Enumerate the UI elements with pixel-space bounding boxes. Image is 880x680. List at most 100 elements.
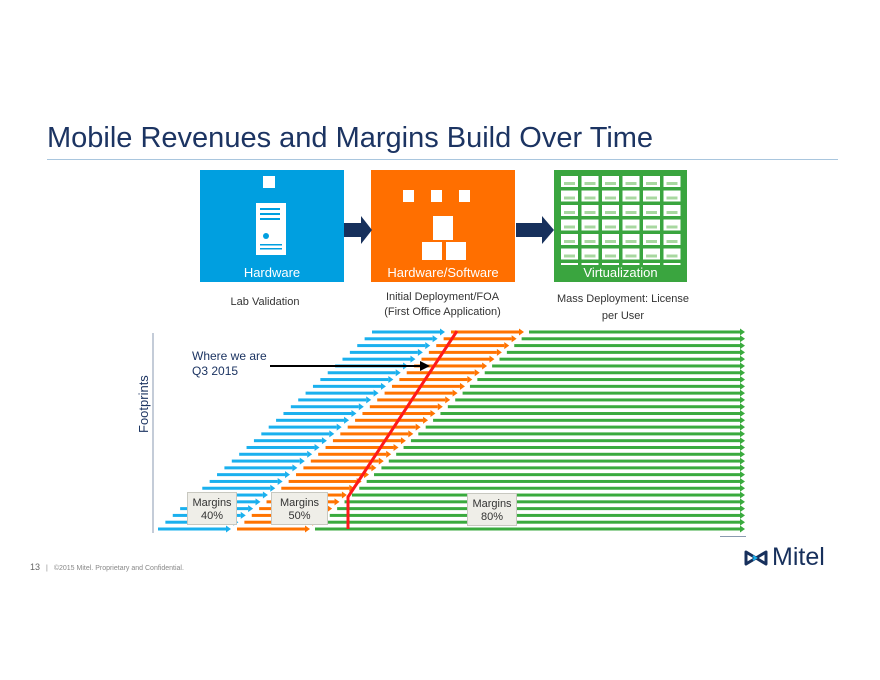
hw-sw-arrow-head bbox=[378, 457, 384, 465]
mitel-logo-text: Mitel bbox=[772, 543, 825, 571]
virtualization-arrow-head bbox=[740, 491, 745, 499]
margin-label: Margins bbox=[472, 498, 512, 510]
virtualization-arrow-head bbox=[740, 471, 745, 479]
virtualization-arrow-head bbox=[740, 416, 745, 424]
hw-sw-arrow-head bbox=[489, 355, 495, 363]
vm-icon bbox=[622, 205, 640, 216]
caption-line: (First Office Application) bbox=[384, 306, 501, 318]
hw-sw-arrow bbox=[237, 527, 305, 531]
hardware-arrow bbox=[253, 439, 322, 443]
hw-sw-arrow-head bbox=[400, 437, 406, 445]
vm-icon bbox=[663, 205, 681, 216]
caption-line: per User bbox=[601, 310, 645, 322]
hw-sw-arrow-head bbox=[504, 342, 510, 350]
virtualization-arrow bbox=[388, 459, 740, 463]
hw-sw-arrow-head bbox=[452, 389, 458, 397]
hardware-arrow-head bbox=[410, 355, 416, 363]
hw-sw-arrow bbox=[421, 357, 490, 361]
hardware-arrow-head bbox=[270, 484, 276, 492]
vm-icon bbox=[581, 248, 599, 260]
hardware-arrow-head bbox=[292, 464, 298, 472]
hw-sw-arrow bbox=[369, 405, 438, 409]
vm-icon bbox=[602, 205, 619, 216]
y-axis-label: Footprints bbox=[136, 375, 151, 433]
margin-value: 80% bbox=[480, 511, 504, 523]
hardware-arrow-head bbox=[321, 437, 327, 445]
hardware-arrow-head bbox=[432, 335, 438, 343]
virtualization-arrow bbox=[529, 330, 740, 334]
footprints-chart: Footprints Where we are Q3 2015 bbox=[136, 328, 745, 533]
hw-sw-arrow-head bbox=[393, 443, 399, 451]
vm-icon bbox=[622, 190, 640, 202]
vm-icon bbox=[663, 190, 681, 202]
hardware-arrow bbox=[209, 479, 278, 483]
hardware-arrow bbox=[312, 384, 381, 388]
hardware-arrow-head bbox=[358, 403, 364, 411]
virtualization-arrow-head bbox=[740, 443, 745, 451]
virtualization-arrow bbox=[359, 486, 740, 490]
virtualization-arrow-head bbox=[740, 410, 745, 418]
virtualization-arrow bbox=[344, 500, 740, 504]
vm-icon bbox=[602, 190, 619, 202]
hw-sw-arrow-head bbox=[415, 423, 421, 431]
footer: 13|©2015 Mitel. Proprietary and Confiden… bbox=[30, 562, 184, 572]
hardware-arrow bbox=[268, 425, 337, 429]
hardware-arrow bbox=[290, 405, 359, 409]
virtualization-arrow-head bbox=[740, 525, 745, 533]
virtualization-arrow bbox=[374, 473, 740, 477]
hardware-arrow-head bbox=[351, 410, 357, 418]
vm-icon bbox=[561, 234, 578, 245]
virtualization-arrow bbox=[492, 364, 740, 368]
page-number: 13 bbox=[30, 562, 41, 572]
virtualization-arrow bbox=[381, 466, 740, 470]
virtual-servers-icon bbox=[561, 176, 681, 274]
margin-value: 50% bbox=[288, 510, 311, 522]
hw-sw-arrow bbox=[325, 445, 394, 449]
hardware-arrow-head bbox=[366, 396, 372, 404]
virtualization-arrow-head bbox=[740, 389, 745, 397]
vm-icon bbox=[581, 234, 599, 245]
virtualization-arrow bbox=[396, 452, 740, 456]
footer-rule bbox=[720, 536, 746, 537]
hardware-arrow-head bbox=[373, 389, 379, 397]
hardware-arrow-head bbox=[262, 491, 268, 499]
vm-icon bbox=[643, 234, 660, 245]
vm-icon bbox=[663, 234, 681, 245]
virtualization-arrow-head bbox=[740, 505, 745, 513]
hw-sw-arrow bbox=[296, 473, 365, 477]
hardware-arrow bbox=[298, 398, 367, 402]
virtualization-arrow bbox=[477, 378, 740, 382]
vm-icon bbox=[622, 176, 640, 187]
hw-sw-arrow-head bbox=[334, 498, 340, 506]
hw-sw-arrow bbox=[391, 384, 460, 388]
hw-sw-arrow bbox=[288, 479, 357, 483]
hardware-arrow bbox=[202, 486, 271, 490]
server-icon bbox=[256, 176, 286, 255]
virtualization-arrow-head bbox=[740, 450, 745, 458]
stage-label: Hardware/Software bbox=[387, 265, 499, 280]
mitel-logo: Mitel bbox=[743, 543, 825, 572]
vm-icon bbox=[643, 205, 660, 216]
hardware-arrow-head bbox=[285, 471, 291, 479]
hardware-arrow bbox=[283, 412, 352, 416]
hardware-arrow-head bbox=[248, 505, 254, 513]
vm-icon bbox=[663, 176, 681, 187]
hardware-arrow-head bbox=[329, 430, 335, 438]
current-position-line bbox=[346, 330, 459, 529]
hardware-arrow bbox=[246, 445, 315, 449]
vm-icon bbox=[581, 205, 599, 216]
stage-label: Virtualization bbox=[583, 265, 658, 280]
hw-sw-arrow bbox=[340, 432, 409, 436]
hw-sw-arrow bbox=[428, 350, 497, 354]
margin-value: 40% bbox=[200, 510, 224, 522]
virtualization-arrow bbox=[440, 412, 740, 416]
hw-sw-arrow-head bbox=[386, 450, 392, 458]
hw-sw-arrow-head bbox=[371, 464, 377, 472]
hardware-arrow bbox=[372, 330, 440, 334]
hardware-arrow-head bbox=[299, 457, 305, 465]
margin-label: Margins bbox=[279, 497, 320, 509]
virtualization-arrow bbox=[499, 357, 740, 361]
vm-icon bbox=[663, 219, 681, 231]
virtualization-arrow bbox=[506, 350, 740, 354]
vm-icon bbox=[663, 248, 681, 260]
